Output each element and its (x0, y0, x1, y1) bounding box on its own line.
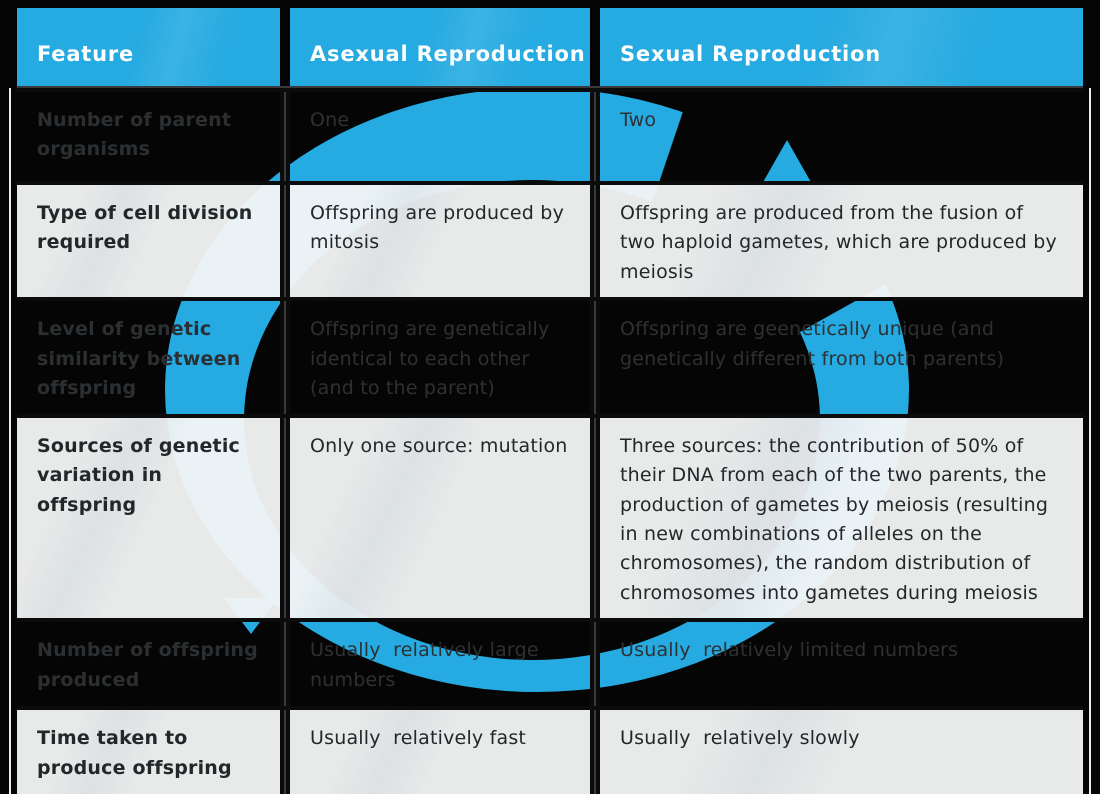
header-label: Feature (37, 42, 135, 66)
asexual-cell: Only one source: mutation (290, 417, 590, 619)
asexual-cell: Offspring are produced by mitosis (290, 185, 590, 298)
asexual-cell: Usually relatively fast (290, 710, 590, 794)
column-separator (590, 88, 600, 794)
header-cell-asexual: Asexual Reproduction (290, 8, 590, 86)
feature-cell: Number of offspring produced (37, 639, 265, 691)
header-label: Sexual Reproduction (620, 42, 882, 66)
feature-cell: Level of genetic similarity between offs… (37, 318, 248, 400)
table-row: Time taken to produce offspring Usually … (17, 706, 1083, 794)
feature-cell: Sources of genetic variation in offsprin… (17, 417, 280, 619)
paper-plane-tip-icon (762, 140, 812, 184)
sexual-cell: Offspring are geenetically unique (and g… (620, 318, 1005, 370)
table-row: Number of parent organisms One Two (17, 88, 1083, 181)
sexual-cell: Usually relatively slowly (600, 710, 1083, 794)
header-label: Asexual Reproduction (310, 42, 586, 66)
table-row: Level of genetic similarity between offs… (17, 297, 1083, 413)
table-row: Sources of genetic variation in offsprin… (17, 413, 1083, 619)
feature-cell: Time taken to produce offspring (17, 710, 280, 794)
table-header-row: Feature Asexual Reproduction Sexual Repr… (17, 8, 1083, 88)
header-cell-feature: Feature (17, 8, 280, 86)
feature-cell: Type of cell division required (17, 185, 280, 298)
table-body: Number of parent organisms One Two Type … (9, 88, 1091, 794)
sexual-cell: Two (620, 109, 657, 131)
sexual-cell: Three sources: the contribution of 50% o… (600, 417, 1083, 619)
feature-cell: Number of parent organisms (37, 109, 238, 161)
asexual-cell: Offspring are genetically identical to e… (310, 318, 556, 400)
comparison-table: Feature Asexual Reproduction Sexual Repr… (9, 8, 1091, 794)
table-row: Number of offspring produced Usually rel… (17, 618, 1083, 706)
header-cell-sexual: Sexual Reproduction (600, 8, 1083, 86)
asexual-cell: One (310, 109, 350, 131)
sexual-cell: Offspring are produced from the fusion o… (600, 185, 1083, 298)
asexual-cell: Usually relatively large numbers (310, 639, 546, 691)
table-row: Type of cell division required Offspring… (17, 181, 1083, 298)
column-separator (280, 88, 290, 794)
sexual-cell: Usually relatively limited numbers (620, 639, 959, 662)
